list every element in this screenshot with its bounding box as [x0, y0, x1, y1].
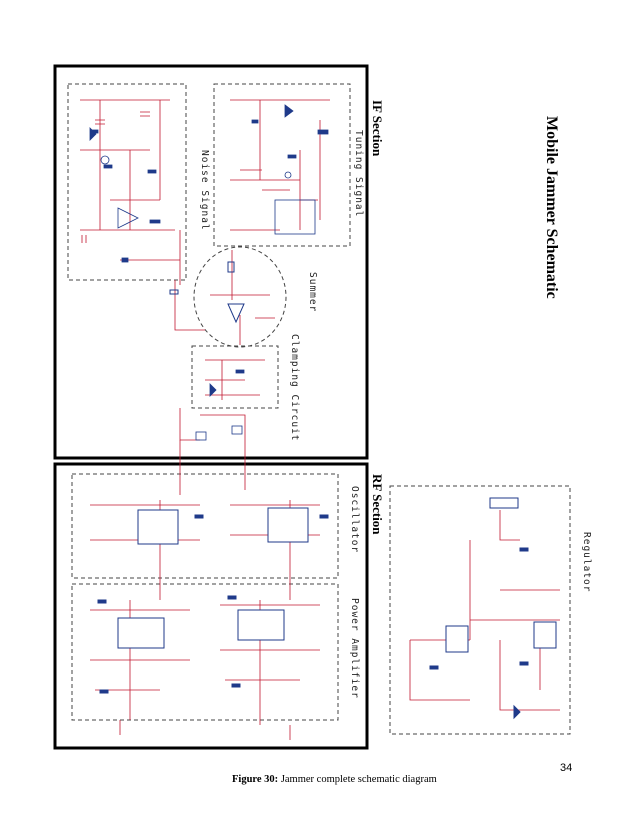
figure-caption: Figure 30: Jammer complete schematic dia…	[232, 774, 437, 785]
rf-section-frame	[53, 462, 369, 750]
rf-section-label: RF Section	[370, 474, 385, 535]
summer-label: Summer	[307, 272, 318, 313]
oscillator-label: Oscillator	[349, 486, 360, 554]
summer-opamp	[169, 261, 245, 324]
clamping-components	[195, 369, 245, 441]
summer-circle	[193, 246, 287, 348]
summer-circuit	[174, 250, 275, 345]
figure-caption-text: Jammer complete schematic diagram	[280, 774, 437, 785]
oscillator-box	[71, 473, 339, 579]
oscillator-ics	[137, 507, 329, 545]
power-amplifier-box	[71, 583, 339, 721]
clamping-circuit	[179, 359, 265, 441]
noise-signal-components	[89, 127, 161, 263]
page-number: 34	[560, 762, 573, 774]
regulator-label: Regulator	[581, 532, 592, 593]
clamping-circuit-box	[191, 345, 279, 409]
if-section-label: IF Section	[370, 100, 385, 157]
clamping-circuit-label: Clamping Circuit	[289, 334, 300, 442]
schematic-title: Mobile Jammer Schematic	[543, 116, 560, 299]
power-amplifier-label: Power Amplifier	[349, 598, 360, 699]
tuning-signal-components	[251, 104, 329, 235]
if-section-frame	[53, 64, 369, 460]
power-amplifier-circuit	[90, 600, 320, 740]
noise-signal-label: Noise Signal	[199, 150, 210, 231]
power-amplifier-ics	[97, 595, 285, 694]
tuning-signal-box	[213, 83, 351, 247]
if-rf-link	[179, 430, 246, 495]
figure-caption-label: Figure 30:	[232, 774, 279, 785]
regulator-components	[429, 497, 557, 720]
regulator-circuit	[409, 510, 560, 711]
regulator-box	[389, 485, 571, 735]
tuning-signal-label: Tuning Signal	[353, 130, 364, 218]
noise-signal-box	[67, 83, 187, 281]
noise-signal-circuit	[80, 99, 181, 285]
